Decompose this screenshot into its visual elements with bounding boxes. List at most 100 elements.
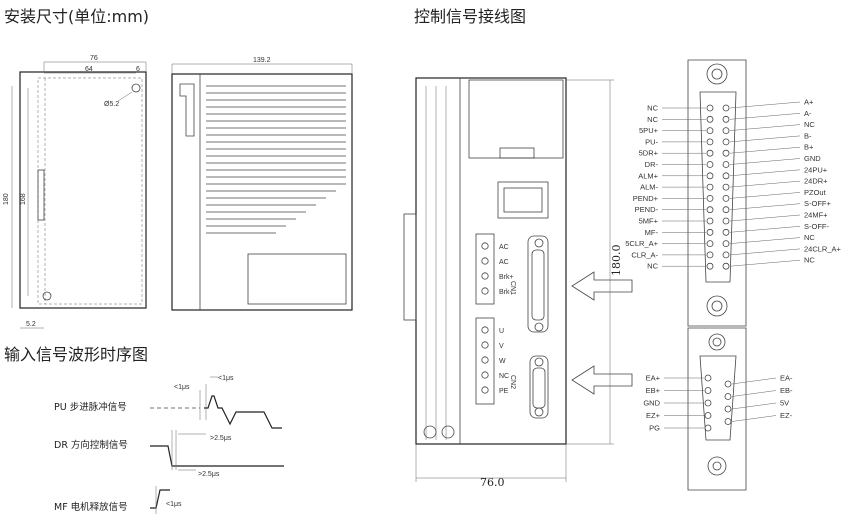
db25-pin — [722, 240, 730, 248]
terminal-screw — [481, 341, 489, 349]
db25-right-lead — [729, 203, 801, 210]
db25-left-label: PU- — [645, 137, 658, 146]
dim-180: 180 — [3, 193, 10, 205]
terminal-screw — [481, 242, 489, 250]
arrow-to-cn1 — [571, 271, 633, 301]
db25-pin — [722, 172, 730, 180]
db9-right-label: EA- — [780, 374, 793, 383]
dim-139-2: 139.2 — [253, 57, 271, 64]
db9-pin — [704, 412, 712, 419]
db25-right-lead — [729, 214, 801, 222]
db25-right-label: A- — [804, 109, 812, 118]
db25-right-lead — [729, 259, 801, 267]
db25-right-lead — [729, 101, 801, 109]
db25-left-label: NC — [647, 262, 658, 271]
db25-pin — [722, 217, 730, 225]
timing-t5: <1μs — [166, 501, 182, 508]
timing-t1: <1μs — [174, 384, 190, 391]
db25-right-lead — [729, 169, 801, 177]
db25-right-label: NC — [804, 256, 815, 265]
db25-right-lead — [729, 124, 801, 131]
db25-right-label: A+ — [804, 98, 814, 107]
db25-pin — [706, 161, 714, 168]
db25-pin — [722, 138, 730, 146]
db25-pin — [722, 262, 730, 270]
motor-terminal-label: U — [499, 328, 504, 335]
db25-right-lead — [729, 135, 801, 143]
timing-t3: >2.5μs — [210, 435, 232, 442]
terminal-screw — [481, 272, 489, 280]
power-terminal-label: Brk- — [499, 289, 513, 296]
db9-pin — [724, 380, 732, 388]
db25-left-label: 5DR+ — [639, 149, 659, 158]
db25-left-label: PEND+ — [633, 194, 659, 203]
db25-pin — [706, 104, 714, 112]
db25-right-label: PZOut — [804, 188, 827, 197]
db25-pin — [722, 183, 730, 191]
db25-pin — [706, 127, 714, 135]
db9-pin — [724, 393, 732, 400]
fin-view: 139.2 — [171, 57, 353, 311]
db25-pin — [722, 194, 730, 202]
db25-pin — [706, 138, 714, 146]
side-view: 76 64 6 Ø5.2 180 168 5.2 — [3, 55, 147, 329]
db25-right-label: NC — [804, 233, 815, 242]
db25-left-label: MF- — [645, 228, 659, 237]
power-terminal-label: AC — [499, 259, 509, 266]
db25-right-lead — [729, 158, 801, 165]
cn1-label: CN1 — [509, 281, 516, 295]
db25-right-label: S-OFF- — [804, 222, 829, 231]
db25-pin — [706, 206, 714, 214]
db25-pin — [722, 251, 730, 259]
db25-right-label: 24PU+ — [804, 165, 828, 174]
motor-terminal-label: V — [499, 343, 504, 350]
db25-pin — [722, 104, 730, 112]
dim-76: 76 — [90, 55, 98, 62]
dimensions-title: 安装尺寸(单位:mm) — [4, 7, 149, 26]
db25-pin — [706, 149, 714, 157]
timing-t4: >2.5μs — [198, 471, 220, 478]
db25-left-label: 5PU+ — [639, 126, 659, 135]
db25-pin — [722, 206, 730, 214]
db9-pin — [704, 374, 712, 382]
db9-left-label: EB+ — [646, 386, 661, 395]
db25-right-label: B- — [804, 131, 812, 140]
dim-180-0: 180.0 — [610, 245, 623, 277]
db9-right-label: 5V — [780, 399, 789, 408]
db9-pin — [704, 387, 712, 394]
db25-right-lead — [729, 226, 801, 233]
db25-right-lead — [729, 192, 801, 199]
timing-mf-label: MF 电机释放信号 — [54, 501, 128, 513]
db25-left-label: NC — [647, 104, 658, 113]
db25-pin — [706, 217, 714, 225]
db25-right-label: GND — [804, 154, 821, 163]
db25-left-label: PEND- — [635, 205, 659, 214]
db25-right-lead — [729, 180, 801, 188]
db25-right-label: B+ — [804, 143, 814, 152]
db25-left-label: 5MF+ — [639, 217, 659, 226]
db25-pin — [706, 194, 714, 202]
cn2-label: CN2 — [509, 375, 516, 389]
dim-6: 6 — [136, 66, 140, 73]
timing-diagram: PU 步进脉冲信号 <1μs <1μs DR 方向控制信号 >2.5μs >2.… — [54, 375, 284, 514]
db9-pin — [704, 399, 712, 407]
db25-left-label: NC — [647, 115, 658, 124]
motor-terminal-label: W — [499, 358, 506, 365]
db9-right-lead — [731, 390, 777, 397]
timing-title: 输入信号波形时序图 — [4, 345, 148, 364]
db25-pin — [706, 251, 714, 259]
db25-left-label: ALM+ — [638, 171, 658, 180]
db9-right-lead — [731, 377, 777, 385]
db9-right-lead — [731, 402, 777, 410]
terminal-screw — [481, 287, 489, 295]
terminal-screw — [481, 326, 489, 334]
db25-pin — [706, 262, 714, 270]
db25-right-label: 24MF+ — [804, 211, 828, 220]
timing-pu-label: PU 步进脉冲信号 — [54, 401, 127, 413]
db25-pin — [722, 149, 730, 157]
dim-64: 64 — [85, 66, 93, 73]
db9-left-label: GND — [643, 399, 660, 408]
db9-pin — [724, 405, 732, 413]
